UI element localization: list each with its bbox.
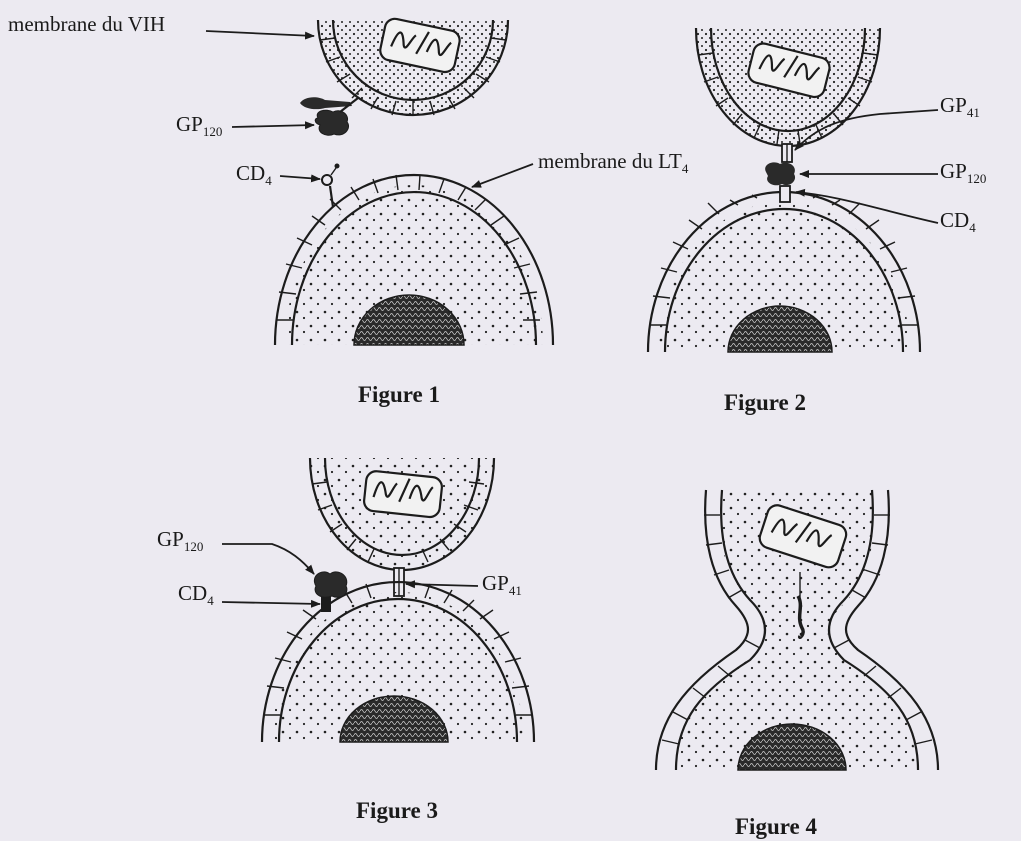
virus-particle bbox=[318, 17, 508, 116]
arrow-cd4-fig3 bbox=[222, 602, 320, 604]
caption-figure-2: Figure 2 bbox=[724, 390, 806, 415]
cd4-receptor-fig2 bbox=[780, 186, 790, 202]
figure-1: membrane du VIH GP120 CD4 membrane du LT… bbox=[8, 12, 689, 407]
virus-particle-fig2 bbox=[696, 28, 880, 146]
arrow-gp120-fig1 bbox=[232, 125, 314, 127]
gp120-cd4-complex-fig3 bbox=[314, 572, 347, 612]
figure-3: GP120 CD4 GP41 Figure 3 bbox=[157, 458, 534, 823]
arrow-membrane-vih bbox=[206, 31, 314, 36]
virus-particle-fig3 bbox=[310, 458, 494, 570]
lt4-cell-fig2 bbox=[648, 186, 920, 352]
lt4-cell-fig3 bbox=[262, 572, 534, 742]
gp120-knob-fig1 bbox=[300, 97, 358, 135]
caption-figure-1: Figure 1 bbox=[358, 382, 440, 407]
arrow-gp120-fig3 bbox=[222, 544, 314, 574]
viral-rna-capsule-fig3 bbox=[363, 470, 443, 518]
figure-2: GP41 GP120 CD4 Figure 2 bbox=[648, 28, 986, 415]
gp41-stalk-fig2 bbox=[782, 144, 792, 162]
figure-4: Figure 4 bbox=[656, 490, 938, 839]
arrow-membrane-lt4 bbox=[472, 164, 533, 187]
arrow-cd4-fig1 bbox=[280, 176, 320, 179]
arrow-gp41-fig3 bbox=[406, 584, 478, 586]
label-gp120-fig1: GP120 bbox=[176, 112, 222, 139]
label-gp120-fig2: GP120 bbox=[940, 159, 986, 186]
label-gp120-fig3: GP120 bbox=[157, 527, 203, 554]
label-membrane-vih: membrane du VIH bbox=[8, 12, 165, 36]
caption-figure-3: Figure 3 bbox=[356, 798, 438, 823]
lt4-cell-fig1 bbox=[275, 164, 553, 346]
label-gp41-fig3: GP41 bbox=[482, 571, 522, 598]
label-cd4-fig2: CD4 bbox=[940, 208, 976, 235]
label-gp41-fig2: GP41 bbox=[940, 93, 980, 120]
label-membrane-lt4: membrane du LT4 bbox=[538, 149, 689, 176]
label-cd4-fig1: CD4 bbox=[236, 161, 272, 188]
label-cd4-fig3: CD4 bbox=[178, 581, 214, 608]
fused-cell-fig4 bbox=[656, 490, 938, 770]
caption-figure-4: Figure 4 bbox=[735, 814, 817, 839]
gp120-knob-fig2 bbox=[765, 162, 795, 185]
